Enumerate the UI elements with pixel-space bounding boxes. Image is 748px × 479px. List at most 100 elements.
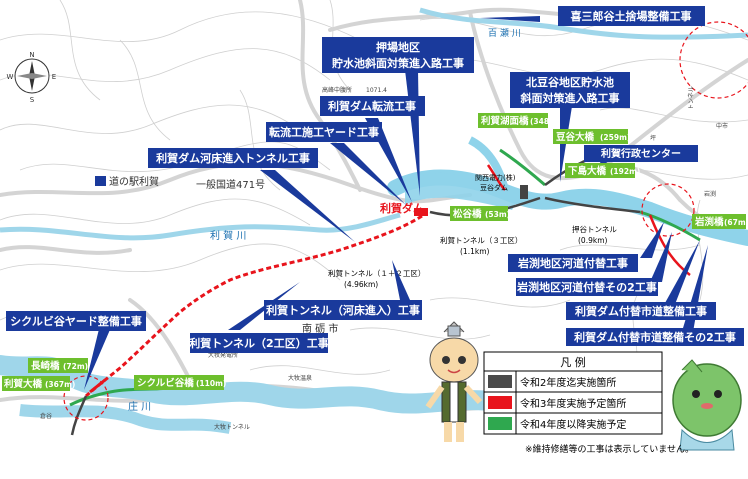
river-shou-label: 庄 川 <box>128 400 151 413</box>
tunnel-oshiba-label: 押谷トンネル <box>572 224 617 234</box>
tunnel-red-main <box>85 214 423 398</box>
tunnel-black-oshiba <box>544 196 641 214</box>
road-green-north <box>499 148 546 187</box>
callout-yard-text: 転流工施工ヤード工事 <box>269 125 379 139</box>
callout-oshiba-text-2: 貯水池斜面対策進入路工事 <box>332 56 464 70</box>
tunnel-oshiba-len: (0.9km) <box>578 236 608 245</box>
compass-n: N <box>29 51 34 59</box>
callout-oshiba-text-1: 押場地区 <box>376 40 420 54</box>
toga-dam-label: 利賀ダム <box>380 201 424 215</box>
tunnel-t3-label: 利賀トンネル（３工区） <box>440 235 522 245</box>
callout-tunnel-2: 利賀トンネル（2工区）工事 <box>189 333 329 353</box>
tsubo-place: 坪 <box>650 134 656 142</box>
peak-label: 高峰中腹所 <box>322 86 352 94</box>
river-toga-label: 利 賀 川 <box>210 230 246 242</box>
tunnel-t12-label: 利賀トンネル（１＋２工区） <box>328 268 425 278</box>
bridge-matsutani: 松谷橋 (53m) <box>450 206 510 221</box>
callout-kisaburo-text: 喜三郎谷土捨場整備工事 <box>571 9 692 23</box>
toyadani-dam-label: 豆谷ダム <box>480 183 508 192</box>
callout-kitatoya: 北豆谷地区貯水池 斜面対策進入路工事 <box>510 72 630 108</box>
bridge-shimoshima: 下島大橋 (192m) <box>565 163 640 178</box>
callout-tunnel-2-text: 利賀トンネル（2工区）工事 <box>189 336 328 350</box>
road-green-east <box>639 210 701 242</box>
bridge-nagasaki: 長崎橋 (72m) <box>28 358 88 373</box>
callout-admin-center-text: 利賀行政センター <box>601 147 681 160</box>
notes-tunnel-label: トンネル <box>688 86 695 110</box>
bridge-shikurubi: シクルビ谷橋 (110m) <box>134 375 226 390</box>
callout-diversion-text: 利賀ダム転流工事 <box>328 99 416 113</box>
bridge-shikurubi-len: (110m) <box>196 379 226 388</box>
reservoir <box>405 172 520 210</box>
bridge-iwabuchi: 岩渕橋 (67m) <box>692 214 748 229</box>
dam-marker <box>414 185 528 216</box>
kuradani-place: 倉谷 <box>40 412 52 420</box>
bridge-matsutani-name: 松谷橋 <box>453 208 482 220</box>
legend-label-2: 令和4年度以降実施予定 <box>520 418 626 431</box>
bridge-toyadani-name: 豆谷大橋 <box>556 131 595 143</box>
callout-diversion: 利賀ダム転流工事 <box>320 96 425 116</box>
shikurubi-circle <box>63 375 109 421</box>
tunnel-t12-len: (4.96km) <box>344 280 378 289</box>
callout-tunnel-riverbed-text: 利賀トンネル（河床進入）工事 <box>266 303 420 317</box>
nakaichi-place: 中市 <box>716 122 728 130</box>
bridge-matsutani-len: (53m) <box>485 210 510 219</box>
peak-number: 1071.4 <box>366 87 387 94</box>
callouts: 喜三郎谷土捨場整備工事 押場地区 貯水池斜面対策進入路工事 利賀ダム転流工事 転… <box>6 6 744 353</box>
callout-citiroad-2-text: 利賀ダム付替市道整備その2工事 <box>574 330 736 344</box>
legend-swatch-0 <box>488 375 512 388</box>
iwabuchi-place: 岩渕 <box>704 190 716 198</box>
ohmaki-tunnel-label: 大牧トンネル <box>214 423 250 431</box>
road-station-label: 道の駅利賀 <box>109 175 159 188</box>
bridges: 利賀湖面橋 (348m) 豆谷大橋 (259m) 下島大橋 (192m) 松谷橋… <box>2 113 748 391</box>
place-labels: 道の駅利賀 一般国道471号 利 賀 川 庄 川 百 瀬 川 南 砺 市 関西電… <box>40 27 728 431</box>
tunnel-t3-len: (1.1km) <box>460 247 490 256</box>
bridge-toyadani-len: (259m) <box>600 133 630 142</box>
callout-iwabuchi-1-text: 岩渕地区河道付替工事 <box>517 256 628 270</box>
bridge-koumen-len: (348m) <box>530 117 560 126</box>
compass-s: S <box>30 96 35 104</box>
road-red-south <box>89 378 106 394</box>
callout-tunnel-riverbed: 利賀トンネル（河床進入）工事 <box>264 300 422 320</box>
bridge-shimoshima-len: (192m) <box>610 167 640 176</box>
bridge-koumen: 利賀湖面橋 (348m) <box>478 113 560 128</box>
road-red-north <box>486 164 506 191</box>
legend-swatch-2 <box>488 417 512 430</box>
bridge-iwabuchi-len: (67m) <box>724 218 748 227</box>
legend-label-1: 令和3年度実施予定箇所 <box>520 397 626 410</box>
mascot-right-illustration <box>672 359 742 451</box>
callout-iwabuchi-1: 岩渕地区河道付替工事 <box>508 254 638 272</box>
compass-rose: N S E W <box>7 51 57 104</box>
river-momose-label: 百 瀬 川 <box>488 27 521 39</box>
road-black-south <box>70 395 88 436</box>
bridge-toyadani: 豆谷大橋 (259m) <box>553 129 630 144</box>
tunnel-labels: 利賀トンネル（１＋２工区） (4.96km) 利賀トンネル（３工区） (1.1k… <box>328 224 617 289</box>
legend-title: 凡 例 <box>560 355 586 369</box>
callout-kitatoya-text-1: 北豆谷地区貯水池 <box>526 75 614 89</box>
bridge-toga-ohashi: 利賀大橋 (367m) <box>2 376 75 391</box>
callout-shikurubi-text: シクルビ谷ヤード整備工事 <box>10 314 142 328</box>
bridge-shimoshima-name: 下島大橋 <box>568 165 607 177</box>
city-label: 南 砺 市 <box>302 322 338 335</box>
ohmaki-onsen-label: 大牧温泉 <box>288 374 312 382</box>
ohmaki-village-label: 大牧発電所 <box>208 351 238 359</box>
callout-riverbed-text: 利賀ダム河床進入トンネル工事 <box>156 151 310 165</box>
callout-citiroad-2: 利賀ダム付替市道整備その2工事 <box>566 328 744 346</box>
callout-admin-center: 利賀行政センター <box>584 145 698 162</box>
kansai-dam-label: 関西電力(株) <box>475 173 516 182</box>
bridge-shikurubi-name: シクルビ谷橋 <box>137 377 194 389</box>
dump-site-circle <box>679 21 748 99</box>
callout-oshiba: 押場地区 貯水池斜面対策進入路工事 <box>322 37 474 73</box>
legend-note: ※維持修繕等の工事は表示していません。 <box>525 443 694 455</box>
bridge-toga-ohashi-name: 利賀大橋 <box>3 378 43 390</box>
legend: 凡 例 令和2年度迄実施箇所 令和3年度実施予定箇所 令和4年度以降実施予定 <box>483 351 663 435</box>
national-road-label: 一般国道471号 <box>196 178 265 191</box>
bridge-nagasaki-name: 長崎橋 <box>31 360 60 372</box>
bridge-iwabuchi-name: 岩渕橋 <box>694 216 724 228</box>
road-station-icon <box>95 176 106 186</box>
bridge-toga-ohashi-len: (367m) <box>45 380 75 389</box>
iwabuchi-circle <box>641 183 695 237</box>
callout-yard: 転流工施工ヤード工事 <box>266 122 382 142</box>
callout-citiroad-1-text: 利賀ダム付替市道整備工事 <box>575 304 707 318</box>
